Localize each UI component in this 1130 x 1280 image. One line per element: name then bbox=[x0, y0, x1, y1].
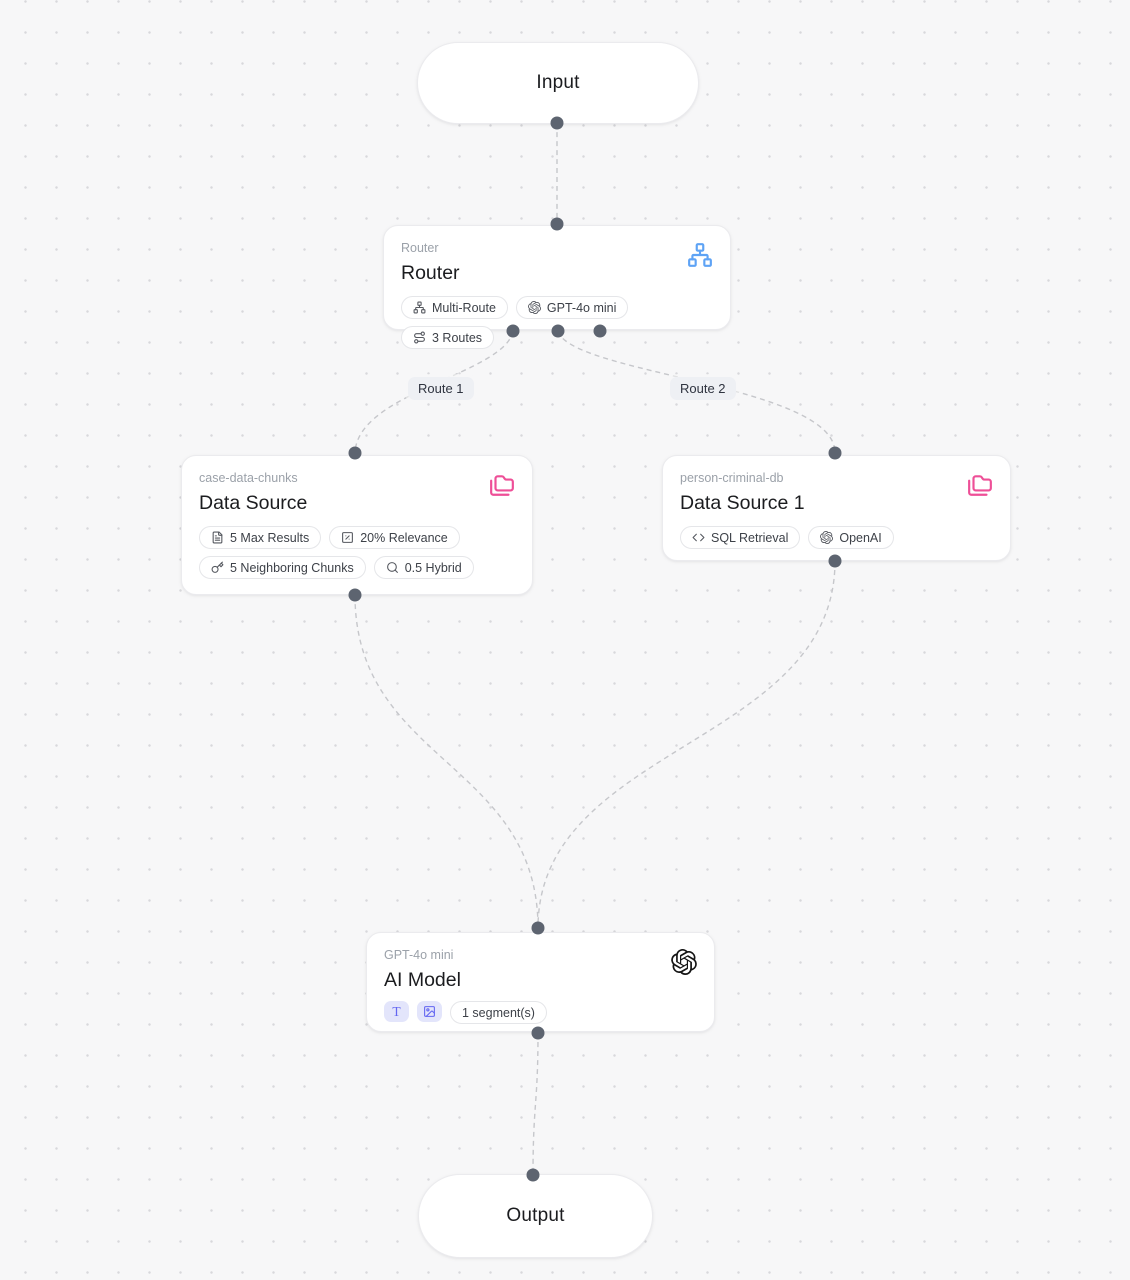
badge-label: 0.5 Hybrid bbox=[404, 560, 462, 575]
text-capability-chip: T bbox=[384, 1001, 409, 1023]
data-source-title: Data Source bbox=[199, 492, 308, 514]
openai-icon bbox=[528, 301, 541, 315]
ai-model-badges: T 1 segment(s) bbox=[384, 1001, 697, 1025]
openai-badge: OpenAI bbox=[808, 526, 894, 550]
input-node-label: Input bbox=[536, 72, 580, 93]
badge-label: Multi-Route bbox=[432, 300, 496, 315]
edge-datasource1-aimodel[interactable] bbox=[537, 560, 836, 929]
network-icon bbox=[413, 301, 426, 314]
sql-retrieval-badge: SQL Retrieval bbox=[680, 526, 801, 550]
data-source-node[interactable]: case-data-chunks Data Source 5 Max Resul… bbox=[181, 455, 533, 595]
ai-model-type-label: GPT-4o mini bbox=[384, 948, 454, 962]
route-1-label: Route 1 bbox=[408, 377, 474, 400]
square-percent-icon bbox=[342, 532, 354, 544]
output-node[interactable]: Output bbox=[418, 1174, 653, 1258]
router-type-label: Router bbox=[401, 241, 439, 255]
openai-icon bbox=[820, 531, 834, 545]
output-node-label: Output bbox=[506, 1205, 565, 1226]
data-source-1-node[interactable]: person-criminal-db Data Source 1 SQL Ret… bbox=[662, 455, 1011, 561]
badge-label: GPT-4o mini bbox=[546, 300, 617, 315]
hybrid-badge: 0.5 Hybrid bbox=[373, 556, 474, 580]
folders-icon bbox=[489, 472, 515, 503]
code-icon bbox=[692, 534, 705, 542]
badge-label: 20% Relevance bbox=[360, 530, 448, 545]
input-node[interactable]: Input bbox=[417, 42, 699, 124]
data-source-type-label: case-data-chunks bbox=[199, 471, 298, 485]
neighboring-chunks-badge: 5 Neighboring Chunks bbox=[199, 556, 366, 580]
route-2-text: Route 2 bbox=[680, 381, 726, 396]
ai-model-title: AI Model bbox=[384, 969, 461, 991]
data-source-1-title: Data Source 1 bbox=[680, 492, 805, 514]
max-results-badge: 5 Max Results bbox=[199, 526, 322, 550]
router-title: Router bbox=[401, 262, 460, 284]
badge-label: 5 Max Results bbox=[230, 530, 310, 545]
relevance-badge: 20% Relevance bbox=[329, 526, 460, 550]
routes-count-badge: 3 Routes bbox=[401, 326, 495, 350]
image-capability-chip bbox=[417, 1001, 442, 1023]
text-icon: T bbox=[392, 1003, 401, 1019]
openai-icon bbox=[671, 949, 697, 980]
badge-label: 5 Neighboring Chunks bbox=[230, 560, 354, 575]
route-2-label: Route 2 bbox=[670, 377, 736, 400]
badge-label: 1 segment(s) bbox=[462, 1005, 535, 1020]
data-source-1-type-label: person-criminal-db bbox=[680, 471, 784, 485]
badge-label: SQL Retrieval bbox=[711, 530, 789, 545]
file-text-icon bbox=[212, 531, 223, 544]
folders-icon bbox=[967, 472, 993, 503]
route-1-text: Route 1 bbox=[418, 381, 464, 396]
data-source-badges: 5 Max Results 20% Relevance 5 Neighborin… bbox=[199, 526, 515, 580]
router-node[interactable]: Router Router Multi-Route GPT-4o mini 3 … bbox=[383, 225, 731, 350]
data-source-1-badges: SQL Retrieval OpenAI bbox=[680, 526, 993, 550]
edge-aimodel-output[interactable] bbox=[532, 1032, 539, 1176]
multi-route-badge: Multi-Route bbox=[401, 296, 508, 320]
network-icon bbox=[687, 242, 713, 273]
ai-model-node[interactable]: GPT-4o mini AI Model T 1 segment(s) bbox=[366, 932, 715, 1032]
badge-label: 3 Routes bbox=[432, 330, 483, 345]
search-icon bbox=[386, 562, 398, 574]
key-icon bbox=[211, 561, 224, 574]
route-icon bbox=[414, 331, 425, 344]
edge-datasource-aimodel[interactable] bbox=[354, 594, 539, 929]
model-badge: GPT-4o mini bbox=[515, 296, 629, 320]
router-badges: Multi-Route GPT-4o mini 3 Routes bbox=[401, 296, 713, 350]
segments-badge: 1 segment(s) bbox=[450, 1001, 547, 1025]
image-icon bbox=[424, 1006, 435, 1018]
badge-label: OpenAI bbox=[839, 530, 882, 545]
